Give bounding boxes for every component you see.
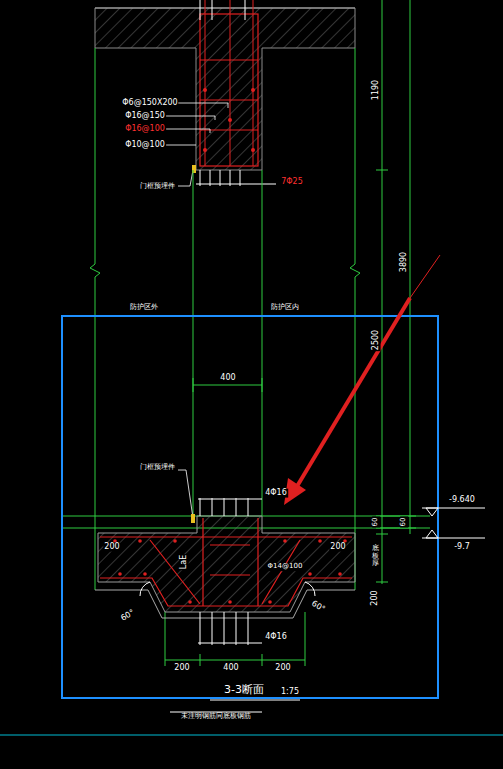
angle: 60°: [119, 608, 137, 624]
rebar-note: Φ14@100: [267, 563, 304, 571]
rebar-note: Φ10@100: [124, 141, 166, 150]
dimension: 200: [274, 664, 291, 673]
elevation: -9.640: [448, 496, 476, 505]
dimension: 200: [103, 543, 120, 552]
elevation: -9.7: [453, 543, 471, 552]
rebar-note: 7Φ25: [280, 178, 304, 187]
embed-note: 门框预埋件: [139, 183, 176, 191]
dimension: 400: [219, 374, 236, 383]
section-title: 3-3断面: [223, 684, 265, 696]
dimension: 200: [329, 543, 346, 552]
angle: 60°: [309, 599, 327, 615]
dimension: 2500: [372, 329, 381, 351]
dimension: 1190: [372, 79, 381, 101]
dimension: 400: [222, 664, 239, 673]
rebar-note: 4Φ16: [264, 633, 288, 642]
dimension: 200: [173, 664, 190, 673]
dimension: 60: [400, 517, 408, 528]
embed-note: 门框预埋件: [139, 464, 176, 472]
rebar-note: Φ6@150X200: [121, 99, 178, 108]
anchor-length: LaE: [180, 554, 189, 570]
dimension: 60: [372, 517, 380, 528]
dimension: 3890: [400, 251, 409, 273]
rebar-note: Φ16@150: [124, 112, 166, 121]
rebar-note: Φ16@100: [124, 125, 166, 134]
slab-thickness: 底板厚: [371, 545, 380, 568]
section-note: 未注明钢筋同底板钢筋: [180, 713, 252, 721]
dimension: 200: [371, 589, 380, 606]
scale: 1:75: [280, 688, 300, 697]
zone-label: 防护区内: [270, 304, 300, 312]
rebar-note: 4Φ16: [264, 489, 288, 498]
zone-label: 防护区外: [129, 304, 159, 312]
